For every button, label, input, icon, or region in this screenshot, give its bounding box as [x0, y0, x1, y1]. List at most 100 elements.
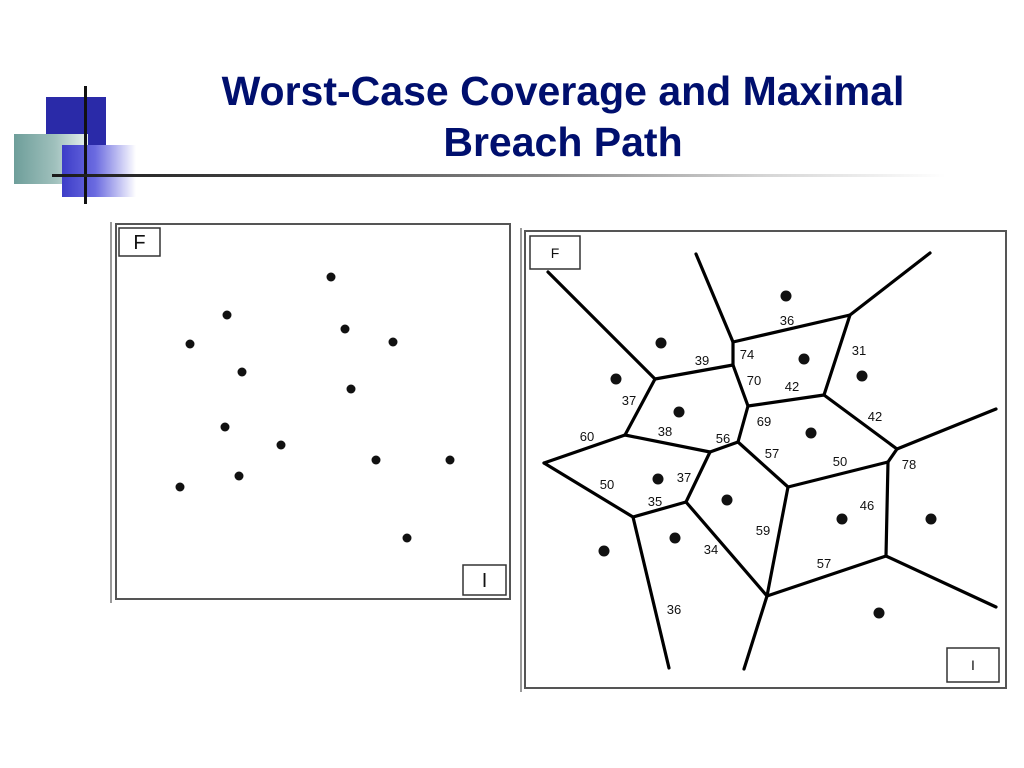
edge-weight-label: 36	[780, 313, 794, 328]
sensor-node	[326, 272, 336, 282]
voronoi-breach-diagram: F I	[519, 228, 1009, 697]
slide-title-line-2: Breach Path	[443, 119, 683, 165]
voronoi-edges	[542, 251, 998, 671]
voronoi-edge	[884, 460, 890, 558]
edge-weight-label: 42	[785, 379, 799, 394]
sensor-node	[655, 337, 667, 349]
start-label: F	[133, 232, 145, 254]
edge-weight-label: 39	[695, 353, 709, 368]
title-underline	[52, 174, 946, 177]
edge-weight-label: 60	[580, 429, 594, 444]
voronoi-edge	[848, 251, 932, 317]
edge-weight-label: 74	[740, 347, 754, 362]
sensor-node	[673, 406, 685, 418]
edge-weight-label: 31	[852, 343, 866, 358]
edge-weight-label: 36	[667, 602, 681, 617]
voronoi-edge	[546, 270, 657, 381]
sensor-node	[388, 337, 398, 347]
edge-weight-label: 69	[757, 414, 771, 429]
voronoi-edge	[694, 252, 735, 344]
sensor-node	[234, 471, 244, 481]
edge-weight-label: 38	[658, 424, 672, 439]
sensor-node	[371, 455, 381, 465]
voronoi-svg: F I	[520, 228, 1007, 692]
field-border	[524, 230, 1007, 689]
voronoi-edge	[731, 313, 852, 344]
sensor-node	[222, 310, 232, 320]
sensor-nodes	[175, 272, 455, 543]
sensor-node	[669, 532, 681, 544]
edge-weight-label: 50	[600, 477, 614, 492]
start-label: F	[551, 245, 560, 261]
sensor-node	[721, 494, 733, 506]
end-label: I	[482, 570, 488, 592]
voronoi-edge	[542, 433, 627, 465]
sensor-node	[276, 440, 286, 450]
voronoi-edge	[765, 485, 790, 598]
voronoi-edge	[731, 363, 750, 408]
sensor-field-diagram: F I	[110, 222, 512, 608]
voronoi-edge	[884, 554, 998, 609]
sensor-node	[175, 482, 185, 492]
voronoi-edge	[786, 460, 890, 489]
edge-weight-label: 59	[756, 523, 770, 538]
sensor-node	[925, 513, 937, 525]
start-label-box	[118, 227, 161, 257]
edge-weight-label: 46	[860, 498, 874, 513]
sensor-node	[856, 370, 868, 382]
sensor-node	[836, 513, 848, 525]
voronoi-edge	[631, 515, 671, 670]
slide-title-line-1: Worst-Case Coverage and Maximal	[221, 68, 905, 114]
voronoi-edge	[623, 433, 712, 454]
voronoi-edge	[886, 447, 899, 464]
voronoi-edge	[542, 461, 635, 519]
edge-weight-label: 35	[648, 494, 662, 509]
sensor-node	[402, 533, 412, 543]
voronoi-edge	[746, 393, 826, 408]
sensor-node	[805, 427, 817, 439]
edge-weight-label: 56	[716, 431, 730, 446]
sensor-node	[780, 290, 792, 302]
edge-weight-label: 37	[622, 393, 636, 408]
end-label: I	[971, 657, 975, 673]
edge-weight-label: 78	[902, 457, 916, 472]
decorative-square-light-blue	[62, 145, 136, 197]
sensor-node	[798, 353, 810, 365]
sensor-node	[185, 339, 195, 349]
voronoi-edge	[736, 440, 790, 489]
edge-weight-label: 42	[868, 409, 882, 424]
sensor-nodes	[598, 290, 937, 619]
voronoi-edge	[623, 377, 657, 437]
voronoi-edge	[895, 407, 998, 451]
voronoi-edge	[822, 393, 899, 451]
voronoi-edge	[742, 594, 769, 671]
sensor-node	[220, 422, 230, 432]
sensor-field-svg: F I	[110, 222, 511, 603]
edge-weight-labels: 36 31 74 39 70 42 37 69 42 38 56 60 57 5…	[580, 313, 916, 617]
sensor-node	[346, 384, 356, 394]
decorative-vertical-line	[84, 86, 87, 204]
field-border	[115, 223, 511, 600]
sensor-node	[652, 473, 664, 485]
sensor-node	[445, 455, 455, 465]
voronoi-edge	[736, 404, 750, 444]
edge-weight-label: 57	[817, 556, 831, 571]
sensor-node	[610, 373, 622, 385]
voronoi-edge	[684, 450, 712, 504]
end-label-box	[946, 647, 1000, 683]
voronoi-edge	[822, 313, 852, 397]
voronoi-edge	[708, 440, 740, 454]
edge-weight-label: 50	[833, 454, 847, 469]
voronoi-edge	[765, 554, 888, 598]
start-label-box	[529, 235, 581, 270]
sensor-node	[873, 607, 885, 619]
edge-weight-label: 57	[765, 446, 779, 461]
edge-weight-label: 37	[677, 470, 691, 485]
sensor-node	[340, 324, 350, 334]
sensor-node	[237, 367, 247, 377]
voronoi-edge	[653, 363, 735, 381]
end-label-box	[462, 564, 507, 596]
voronoi-edge	[631, 500, 688, 519]
sensor-node	[598, 545, 610, 557]
